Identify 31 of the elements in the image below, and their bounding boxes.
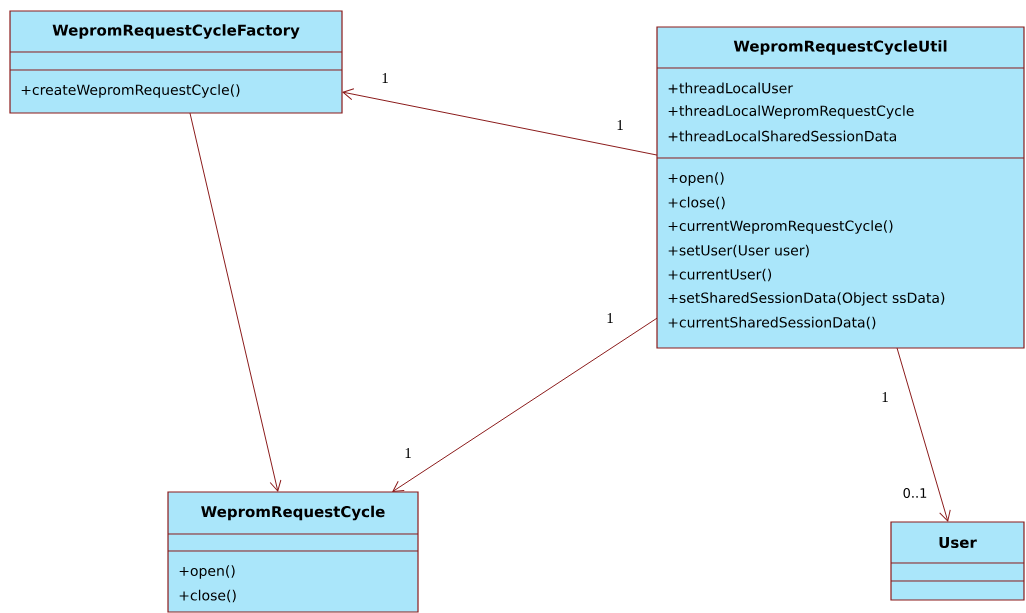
class-box [656,26,1025,349]
class-box [9,10,343,114]
attribute: +threadLocalUser [668,82,794,94]
class-name: User [939,536,977,549]
multiplicity: 1 [607,313,613,323]
attribute: +threadLocalWepromRequestCycle [668,105,914,119]
multiplicity: 1 [617,120,623,130]
association-arrow [392,317,658,492]
method: +open() [179,565,235,579]
class-name: WepromRequestCycle [201,505,385,521]
method: +currentUser() [668,268,772,282]
method: +close() [179,589,236,603]
class-name: WepromRequestCycleFactory [52,24,300,39]
association-arrow [896,347,951,522]
association-arrow [342,88,658,156]
method: +createWepromRequestCycle() [21,84,240,98]
method: +open() [668,172,724,186]
method: +currentWepromRequestCycle() [668,220,893,234]
method: +close() [668,196,725,210]
multiplicity: 0..1 [903,488,927,498]
multiplicity: 1 [882,392,888,402]
method: +currentSharedSessionData() [668,316,876,330]
class-box [890,521,1025,601]
method: +setSharedSessionData(Object ssData) [668,292,945,306]
multiplicity: 1 [382,73,388,83]
class-name: WepromRequestCycleUtil [733,40,947,55]
multiplicity: 1 [405,448,411,458]
attribute: +threadLocalSharedSessionData [668,130,896,142]
method: +setUser(User user) [668,244,809,258]
association-arrow [189,112,282,492]
class-box [167,491,419,613]
